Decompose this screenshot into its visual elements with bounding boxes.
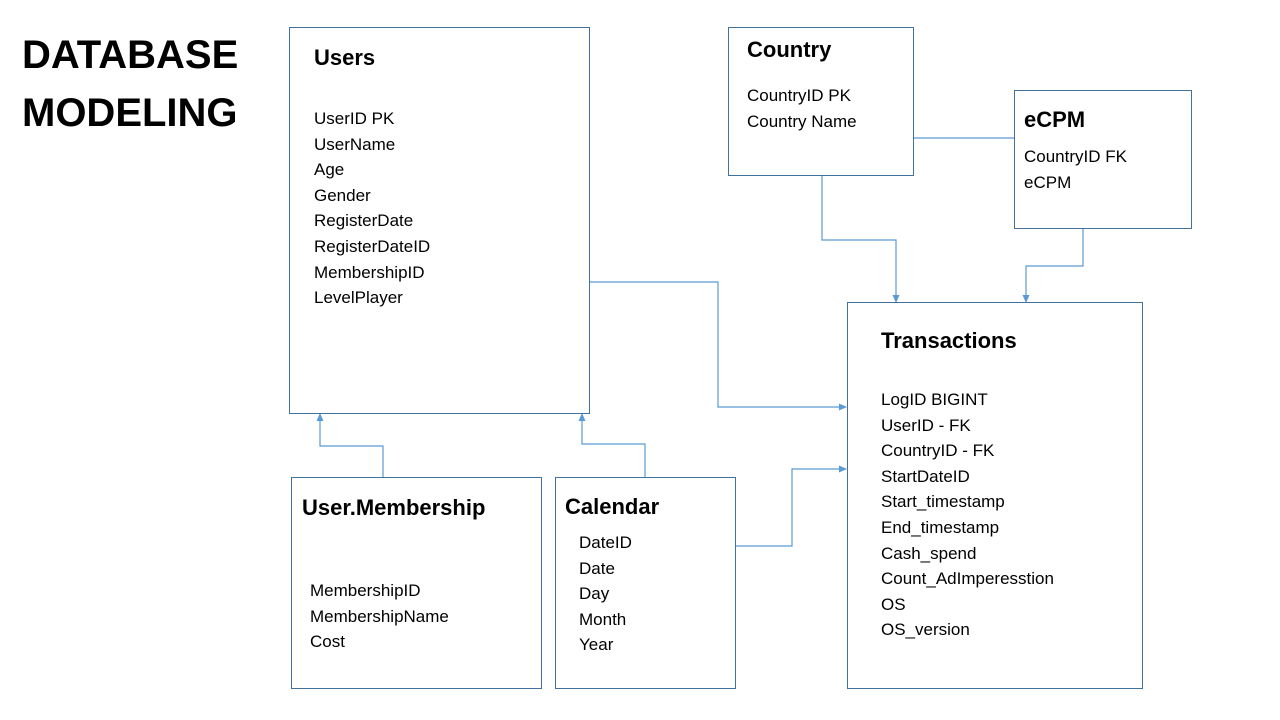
ecpm-entity-title: eCPM (1024, 107, 1086, 132)
connector-country-to-transactions (821, 176, 900, 303)
ecpm-field: eCPM (1024, 172, 1072, 192)
membership-field: MembershipID (310, 581, 421, 600)
membership-entity-title: User.Membership (302, 495, 486, 520)
country-field: Country Name (747, 111, 857, 131)
calendar-field: Month (579, 609, 627, 629)
users-entity: Users UserID PK UserName Age Gender Regi… (289, 27, 590, 414)
title-line-1: DATABASE (22, 33, 239, 77)
calendar-field: Date (579, 558, 615, 578)
transactions-field: StartDateID (881, 466, 970, 486)
membership-field-list: MembershipID MembershipName Cost (310, 578, 449, 655)
transactions-entity-title: Transactions (881, 328, 1017, 353)
transactions-entity: Transactions LogID BIGINT UserID - FK Co… (847, 302, 1143, 689)
connector-membership-to-users (316, 413, 384, 477)
users-field: Gender (314, 185, 371, 205)
users-field: MembershipID (314, 262, 425, 282)
calendar-field: Year (579, 635, 614, 655)
calendar-entity-title: Calendar (565, 494, 660, 519)
users-field: UserID PK (314, 109, 395, 128)
ecpm-field-list: CountryID FK eCPM (1024, 144, 1127, 195)
connector-calendar-to-users (578, 413, 646, 477)
calendar-field-list: DateID Date Day Month Year (579, 530, 632, 658)
country-field-list: CountryID PK Country Name (747, 83, 857, 134)
page-title: DATABASE MODELING (22, 26, 238, 142)
title-line-2: MODELING (22, 91, 238, 135)
transactions-field: LogID BIGINT (881, 390, 988, 409)
country-entity: Country CountryID PK Country Name (728, 27, 914, 176)
users-field-list: UserID PK UserName Age Gender RegisterDa… (314, 106, 430, 311)
users-field: LevelPlayer (314, 288, 403, 308)
calendar-entity: Calendar DateID Date Day Month Year (555, 477, 736, 689)
calendar-field: Day (579, 584, 610, 604)
users-field: Age (314, 160, 345, 180)
transactions-field: UserID - FK (881, 415, 971, 435)
transactions-field: Cash_spend (881, 543, 977, 563)
transactions-field-list: LogID BIGINT UserID - FK CountryID - FK … (881, 387, 1054, 643)
transactions-field: CountryID - FK (881, 441, 995, 461)
users-field: RegisterDateID (314, 236, 431, 256)
calendar-field: DateID (579, 533, 632, 552)
country-field: CountryID PK (747, 86, 851, 105)
ecpm-field: CountryID FK (1024, 147, 1127, 166)
connector-users-to-transactions (590, 281, 847, 411)
ecpm-entity: eCPM CountryID FK eCPM (1014, 90, 1192, 229)
membership-field: Cost (310, 632, 345, 652)
transactions-field: OS_version (881, 620, 970, 640)
country-entity-title: Country (747, 37, 832, 62)
connector-calendar-to-transactions (736, 465, 847, 547)
transactions-field: Count_AdImperesstion (881, 569, 1054, 589)
users-entity-title: Users (314, 45, 376, 70)
users-field: RegisterDate (314, 211, 414, 231)
users-field: UserName (314, 134, 396, 154)
transactions-field: Start_timestamp (881, 492, 1005, 512)
membership-field: MembershipName (310, 606, 449, 626)
transactions-field: OS (881, 594, 906, 614)
transactions-field: End_timestamp (881, 517, 1000, 537)
connector-ecpm-to-transactions (1022, 229, 1084, 303)
membership-entity: User.Membership MembershipID MembershipN… (291, 477, 542, 689)
